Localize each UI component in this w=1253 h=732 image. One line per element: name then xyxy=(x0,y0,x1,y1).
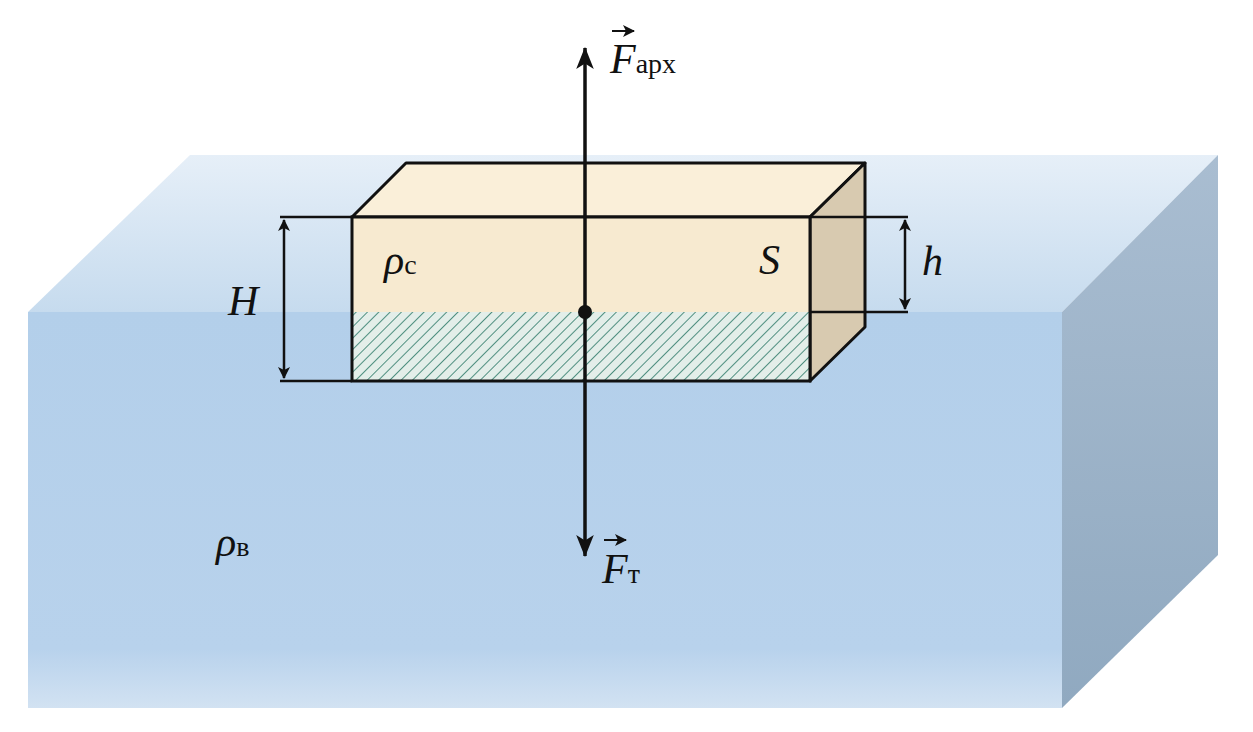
quantity-symbol: S xyxy=(759,239,780,281)
quantity-symbol: ρв xyxy=(216,521,249,563)
vector-mark xyxy=(612,30,634,32)
floating-block: ρс S xyxy=(352,217,810,312)
block-top xyxy=(352,163,865,217)
submerged-part xyxy=(352,312,810,381)
extension-line xyxy=(280,380,352,383)
vector-mark xyxy=(604,539,626,541)
gravity-vector xyxy=(583,312,587,556)
extension-line xyxy=(280,216,352,219)
buoyancy-vector xyxy=(583,48,587,312)
quantity-symbol: Fт xyxy=(602,548,640,590)
extension-line xyxy=(810,216,908,219)
quantity-symbol: H xyxy=(228,280,258,322)
quantity-symbol: Fарх xyxy=(610,38,676,80)
dimension-line xyxy=(283,220,286,378)
water-side xyxy=(1062,155,1218,708)
quantity-symbol: ρс xyxy=(384,239,417,281)
block-outline xyxy=(352,217,810,381)
block-side xyxy=(810,163,865,381)
quantity-symbol: h xyxy=(922,240,943,282)
water-surface xyxy=(28,155,1218,312)
dimension-line xyxy=(904,220,907,309)
block-front xyxy=(352,217,810,312)
extension-line xyxy=(810,311,908,314)
center-point xyxy=(578,305,592,319)
water-front xyxy=(28,312,1062,708)
